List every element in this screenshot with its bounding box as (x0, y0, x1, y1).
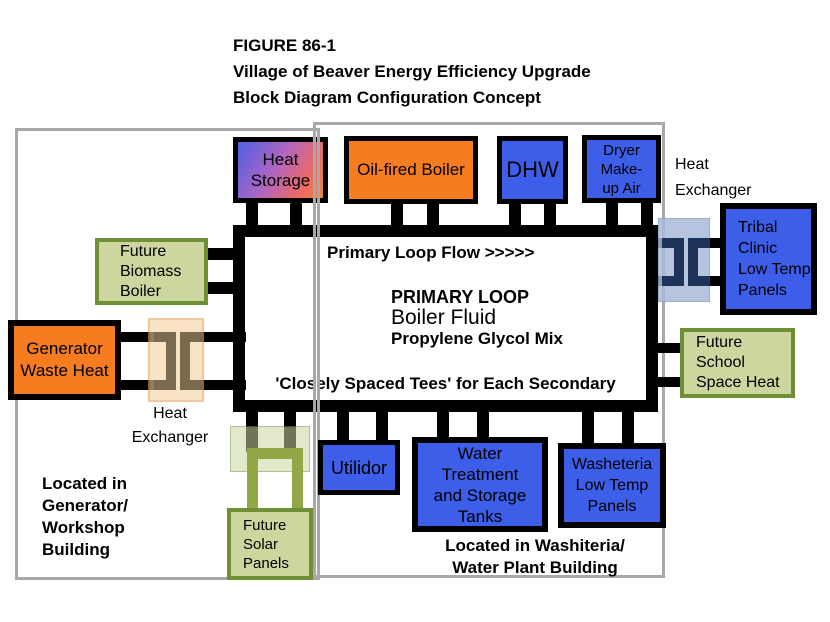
pipe (196, 332, 246, 342)
heat-exchanger-right-label: Heat Exchanger (675, 156, 752, 199)
pipe (437, 410, 449, 439)
loop-name: PRIMARY LOOP (391, 287, 530, 307)
solar-pipe-loop (247, 448, 303, 510)
pipe (246, 203, 258, 227)
node-tribal-clinic: Tribal Clinic Low Temp Panels (720, 203, 817, 315)
pipe (544, 203, 556, 227)
node-heat-storage: Heat Storage (233, 137, 328, 203)
pipe (646, 343, 684, 353)
pipe (196, 380, 246, 390)
pipe (622, 410, 634, 445)
heat-exchanger-left-label: Heat Exchanger (131, 405, 209, 446)
loop-center-text: PRIMARY LOOP Boiler Fluid Propylene Glyc… (391, 287, 563, 349)
loop-flow-label: Primary Loop Flow >>>>> (327, 243, 535, 262)
figure-title: FIGURE 86-1 Village of Beaver Energy Eff… (233, 36, 591, 107)
pipe (115, 332, 160, 342)
pipe (205, 248, 245, 260)
node-future-solar-panels: Future Solar Panels (227, 508, 313, 580)
heat-exchanger-bracket (688, 238, 710, 286)
loop-fluid: Boiler Fluid (391, 306, 497, 329)
pipe (646, 377, 684, 387)
node-water-treatment: Water Treatment and Storage Tanks (412, 437, 548, 532)
located-generator-label: Located in Generator/ Workshop Building (42, 474, 128, 559)
pipe (641, 203, 653, 227)
pipe (115, 380, 160, 390)
pipe (477, 410, 489, 439)
loop-tees-note: 'Closely Spaced Tees' for Each Secondary (275, 374, 616, 393)
heat-exchanger-bracket (154, 332, 176, 390)
pipe (391, 203, 403, 227)
primary-loop: Primary Loop Flow >>>>> PRIMARY LOOP Boi… (233, 225, 658, 412)
pipe (582, 410, 594, 445)
pipe (704, 238, 724, 248)
heat-exchanger-bracket (662, 238, 684, 286)
pipe (205, 282, 245, 294)
node-dryer-makeup-air: Dryer Make- up Air (582, 135, 661, 203)
pipe (606, 203, 618, 227)
pipe (337, 410, 349, 442)
node-future-biomass-boiler: Future Biomass Boiler (95, 238, 208, 305)
node-dhw: DHW (497, 136, 568, 204)
heat-exchanger-right-symbol (658, 218, 710, 302)
node-oil-fired-boiler: Oil-fired Boiler (344, 136, 478, 204)
pipe (376, 410, 388, 442)
node-washeteria: Washeteria Low Temp Panels (558, 443, 666, 528)
pipe (427, 203, 439, 227)
node-utilidor: Utilidor (318, 440, 400, 495)
pipe (704, 276, 724, 286)
pipe (290, 203, 302, 227)
node-future-school: Future School Space Heat (680, 328, 795, 398)
pipe (509, 203, 521, 227)
located-washiteria-label: Located in Washiteria/ Water Plant Build… (445, 536, 625, 577)
pipe (646, 276, 666, 286)
node-generator-waste-heat: Generator Waste Heat (8, 320, 121, 400)
pipe (646, 238, 666, 248)
loop-mix: Propylene Glycol Mix (391, 329, 563, 348)
heat-exchanger-bracket (180, 332, 202, 390)
